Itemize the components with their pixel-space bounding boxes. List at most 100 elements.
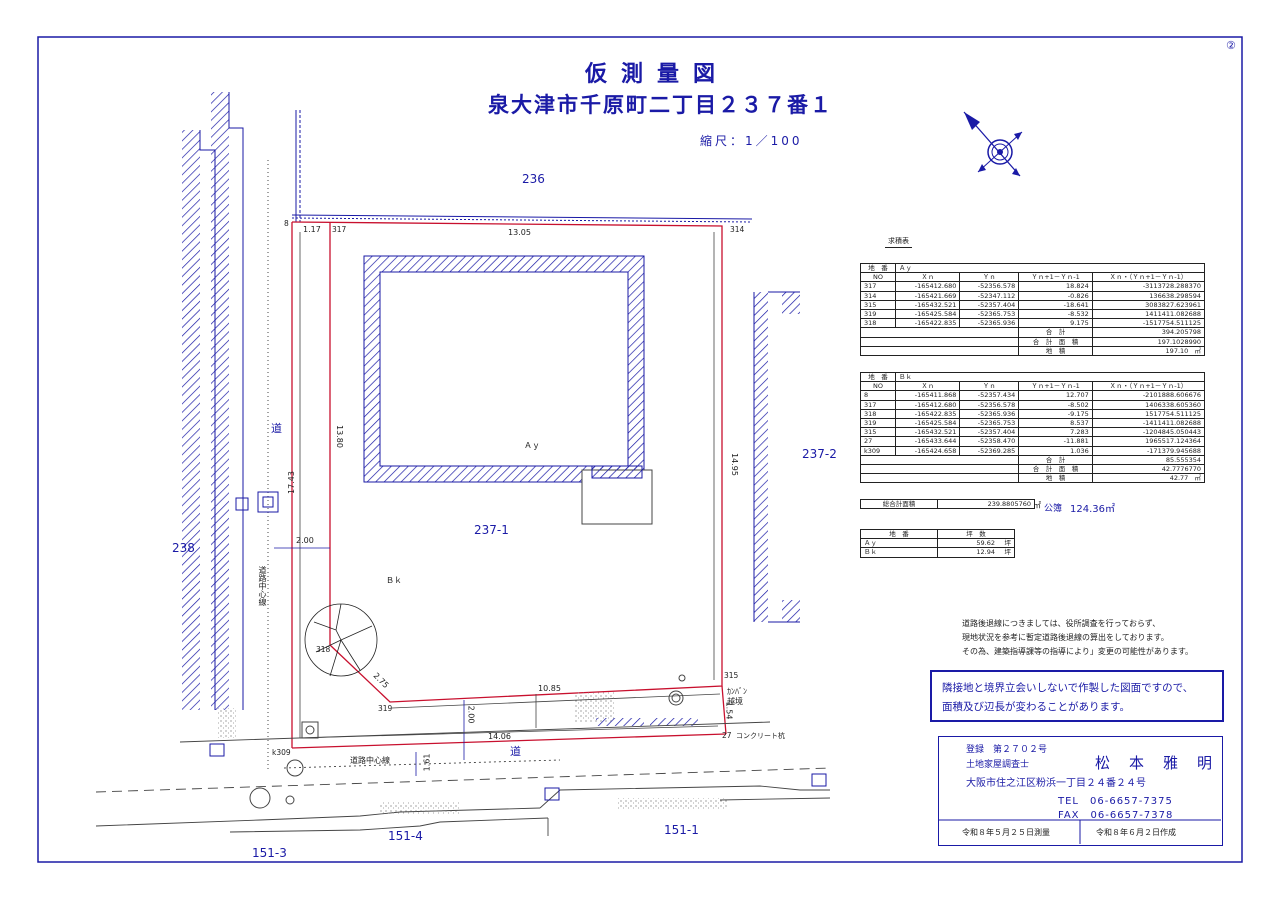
table-cell: 1517754.511125 [1091, 408, 1206, 419]
dimension-14-06: 14.06 [488, 732, 511, 741]
public-record-label: 公簿 [1044, 504, 1063, 514]
table-cell: -52365.753 [959, 308, 1020, 320]
dimension-1-61: 1.61 [422, 753, 432, 772]
sum-value: 394.205798 [1091, 327, 1206, 338]
table-row: Ａｙ 59.62 坪 [860, 538, 1015, 549]
land-area-value: 197.10 [1165, 346, 1189, 355]
total-area-label: 合 計 面 積 [1018, 463, 1093, 475]
column-header: Ｘｎ [895, 272, 961, 283]
dimension-10-85: 10.85 [538, 684, 561, 693]
table-row: 315 -165432.521 -52357.404 -18.641 30838… [859, 299, 1206, 310]
table-row: 27 -165433.644 -52358.470 -11.881 196551… [859, 436, 1206, 447]
signboard-label: ｶﾝﾊﾞﾝ [727, 687, 747, 696]
table-cell: 18.824 [1018, 281, 1093, 292]
table-cell: -9.175 [1018, 408, 1093, 419]
table-cell: -165433.644 [895, 436, 961, 447]
warning-line-2: 面積及び辺長が変わることがあります。 [942, 701, 1130, 713]
table-cell: -1411411.082688 [1091, 417, 1206, 429]
table-cell: -52356.578 [959, 399, 1020, 410]
dimension-2-00-south: 2.00 [466, 705, 476, 724]
table-cell: 坪 [998, 547, 1015, 558]
surveyor-fax: FAX 06-6657-7378 [1058, 810, 1174, 821]
table-cell: 317 [859, 399, 897, 410]
lot-header-label: 地 番 [859, 371, 897, 383]
lot-label-east: 237-2 [802, 447, 837, 461]
table-cell: 319 [859, 308, 897, 320]
road-label-south: 道 [510, 745, 521, 758]
table-cell: 12.707 [1018, 390, 1093, 401]
table-cell: 12.94 [937, 547, 998, 558]
table-cell: 314 [859, 290, 897, 301]
note-line-2: 現地状況を参考に暫定道路後退線の算出をしております。 [962, 633, 1169, 642]
survey-date: 令和８年５月２５日測量 [962, 828, 1050, 837]
table-cell: -165432.521 [895, 427, 961, 438]
column-header: NO [859, 272, 897, 283]
table-cell: -8.532 [1018, 308, 1093, 320]
lot-label-south-c: 151-3 [252, 846, 287, 860]
grand-total-label: 総合計面積 [860, 498, 938, 510]
lot-label-main: 237-1 [474, 523, 509, 537]
lot-label-north: 236 [522, 172, 545, 186]
encroachment-label: 越境 [727, 697, 743, 706]
drawing-title: 仮測量図 [585, 62, 730, 87]
table-cell: -165412.680 [895, 399, 961, 410]
point-8: 8 [284, 219, 289, 228]
table-cell: 27 [859, 436, 897, 447]
point-k309: k309 [272, 748, 291, 757]
dimension-2-00-west: 2.00 [296, 536, 314, 545]
surveyor-registration: 登録 第２７０２号 [966, 745, 1048, 755]
public-record-value: 124.36㎡ [1070, 504, 1115, 515]
table-cell: 坪 [998, 538, 1015, 549]
point-27: 27 [722, 731, 732, 740]
table-cell: -18.641 [1018, 299, 1093, 310]
table-cell: 1411411.082688 [1091, 308, 1206, 320]
table-cell: -171379.945688 [1091, 445, 1206, 456]
table-cell: 1.036 [1018, 445, 1093, 456]
concrete-post-label: コンクリート杭 [736, 732, 785, 740]
table-cell: Ａｙ [860, 538, 938, 549]
south-road [95, 721, 831, 836]
table-row: 314 -165421.669 -52347.112 -0.826 136638… [859, 290, 1206, 301]
table-row: Ｂｋ 12.94 坪 [860, 547, 1015, 558]
table-cell: k309 [859, 445, 897, 456]
table-cell: -52369.285 [959, 445, 1020, 456]
table-cell: 59.62 [937, 538, 998, 549]
table-cell: -165425.584 [895, 417, 961, 429]
dimension-13-80: 13.80 [334, 425, 344, 448]
table-cell: -52357.404 [959, 299, 1020, 310]
table-row: 319 -165425.584 -52365.753 8.537 -141141… [859, 417, 1206, 429]
column-header: Ｘｎ [895, 381, 961, 392]
surveyor-title: 土地家屋調査士 [966, 760, 1030, 770]
main-building-ay [363, 255, 653, 525]
grand-total-unit: ㎡ [1033, 501, 1041, 510]
table-row: k309 -165424.658 -52369.285 1.036 -17137… [859, 445, 1206, 456]
building-label-ay: Ａｙ [524, 441, 540, 450]
page-frame [37, 36, 1243, 863]
surveyor-name: 松 本 雅 明 [1095, 754, 1215, 772]
table-row: 317 -165412.680 -52356.578 18.824 -31137… [859, 281, 1206, 292]
area-label-bk: Ｂｋ [386, 576, 402, 585]
table-cell: -1204845.050443 [1091, 427, 1206, 438]
warning-line-1: 隣接地と境界立会いしないで作製した図面ですので、 [942, 682, 1194, 694]
compass-icon [963, 111, 1023, 177]
area-table-bk: 地 番 Ｂｋ NO Ｘｎ Ｙｎ Ｙｎ+1－Ｙｎ-1 Ｘｎ・（Ｙｎ+1－Ｙｎ-1）… [859, 371, 1206, 484]
column-header: Ｙｎ+1－Ｙｎ-1 [1018, 381, 1093, 392]
table-cell: Ｂｋ [860, 547, 938, 558]
surveyor-info-box [938, 736, 1223, 846]
table-cell: -165424.658 [895, 445, 961, 456]
column-header: Ｘｎ・（Ｙｎ+1－Ｙｎ-1） [1091, 381, 1206, 392]
road-centerline-label-vertical: 道路中心線 [258, 566, 267, 606]
calc-table-title: 求積表 [885, 236, 912, 248]
column-header: NO [859, 381, 897, 392]
surveyor-tel: TEL 06-6657-7375 [1058, 796, 1173, 807]
dimension-17-43: 17.43 [286, 471, 296, 494]
column-header: Ｙｎ [959, 381, 1020, 392]
table-cell: -165422.835 [895, 318, 961, 329]
page-number: ② [1226, 39, 1236, 52]
drawing-scale: 縮尺：1／100 [700, 134, 803, 148]
table-cell: -165425.584 [895, 308, 961, 320]
table-cell: 318 [859, 318, 897, 329]
table-cell: -165422.835 [895, 408, 961, 419]
sum-label: 合 計 [1018, 454, 1093, 465]
table-cell: -52365.936 [959, 318, 1020, 329]
